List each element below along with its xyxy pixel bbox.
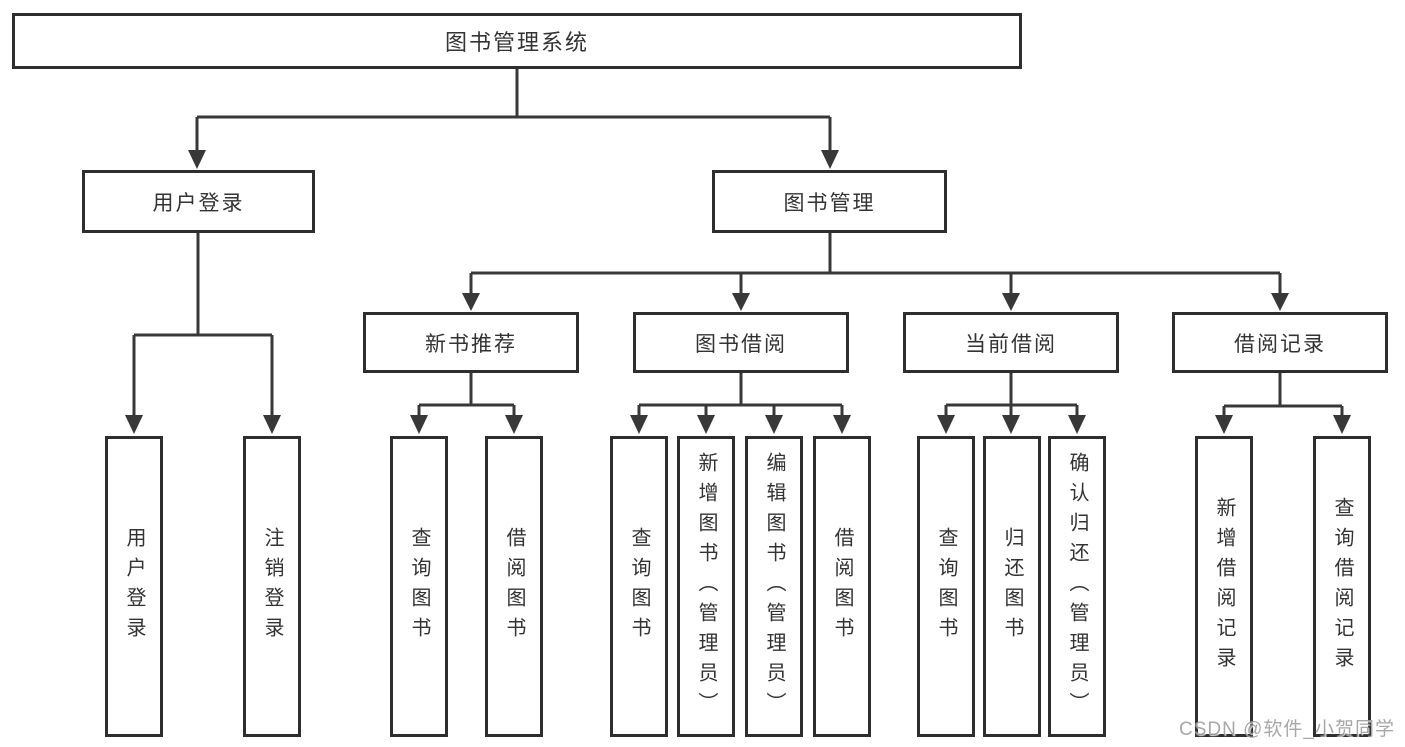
csdn-watermark: CSDN @软件_小贺同学 [1179, 719, 1395, 740]
leaf-logout: 注销登录 [243, 436, 301, 737]
node-user-login: 用户登录 [82, 170, 315, 233]
leaf-label: 借阅图书 [831, 526, 853, 647]
leaf-query-books-1: 查询图书 [390, 436, 448, 737]
node-book-management: 图书管理 [712, 170, 947, 233]
leaf-query-borrow-record: 查询借阅记录 [1313, 436, 1371, 737]
node-root-library-system: 图书管理系统 [12, 13, 1022, 69]
leaf-confirm-return-admin: 确认归还（管理员） [1048, 436, 1106, 737]
leaf-label: 确认归还（管理员） [1066, 451, 1088, 722]
node-book-borrow: 图书借阅 [633, 312, 849, 373]
leaf-label: 新增图书（管理员） [695, 451, 717, 722]
leaf-borrow-books-1: 借阅图书 [485, 436, 543, 737]
leaf-label: 查询图书 [408, 526, 430, 647]
leaf-add-borrow-record: 新增借阅记录 [1195, 436, 1253, 737]
node-current-borrow: 当前借阅 [903, 312, 1119, 373]
leaf-label: 用户登录 [123, 526, 145, 647]
leaf-label: 查询图书 [935, 526, 957, 647]
leaf-label: 查询借阅记录 [1331, 496, 1353, 677]
leaf-label: 注销登录 [261, 526, 283, 647]
leaf-query-books-2: 查询图书 [610, 436, 668, 737]
leaf-label: 编辑图书（管理员） [763, 451, 785, 722]
leaf-label: 查询图书 [628, 526, 650, 647]
leaf-edit-book-admin: 编辑图书（管理员） [745, 436, 803, 737]
node-borrow-records: 借阅记录 [1172, 312, 1388, 373]
leaf-borrow-books-2: 借阅图书 [813, 436, 871, 737]
leaf-label: 借阅图书 [503, 526, 525, 647]
leaf-return-book: 归还图书 [983, 436, 1041, 737]
leaf-query-books-3: 查询图书 [917, 436, 975, 737]
leaf-label: 归还图书 [1001, 526, 1023, 647]
node-new-book-recommend: 新书推荐 [363, 312, 579, 373]
leaf-label: 新增借阅记录 [1213, 496, 1235, 677]
leaf-user-login: 用户登录 [105, 436, 163, 737]
leaf-add-book-admin: 新增图书（管理员） [677, 436, 735, 737]
